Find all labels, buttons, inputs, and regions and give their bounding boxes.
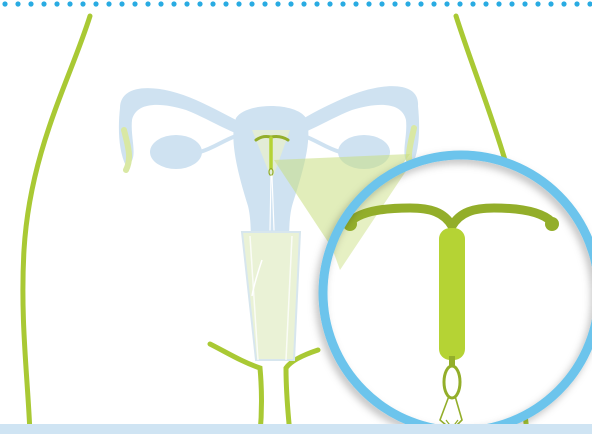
border-dot [2,1,7,6]
border-dot [405,1,410,6]
border-dot [379,1,384,6]
border-dot [171,1,176,6]
border-dot [67,1,72,6]
border-dot [366,1,371,6]
bottom-band [0,424,592,434]
border-dot [15,1,20,6]
border-dot [483,1,488,6]
border-dot [353,1,358,6]
left-hip-line [23,16,90,434]
border-dot [210,1,215,6]
border-dot [587,1,592,6]
border-dot [132,1,137,6]
border-dot [418,1,423,6]
border-dot [275,1,280,6]
border-dot [548,1,553,6]
border-dot [392,1,397,6]
border-dot [288,1,293,6]
border-dot [262,1,267,6]
border-dot [119,1,124,6]
border-dot [236,1,241,6]
border-dot [184,1,189,6]
border-dot [496,1,501,6]
border-dot [80,1,85,6]
border-dot [106,1,111,6]
border-dot [93,1,98,6]
border-dot [54,1,59,6]
border-dot [561,1,566,6]
border-dot [28,1,33,6]
border-dot [327,1,332,6]
left-leg-line [210,344,262,434]
border-dot [509,1,514,6]
border-dot [41,1,46,6]
border-dot [470,1,475,6]
border-dot [444,1,449,6]
border-dot [249,1,254,6]
border-dot [522,1,527,6]
border-dot [574,1,579,6]
dotted-top-border [2,1,592,6]
border-dot [145,1,150,6]
border-dot [301,1,306,6]
border-dot [197,1,202,6]
border-dot [457,1,462,6]
border-dot [431,1,436,6]
right-leg-line [286,350,318,434]
border-dot [223,1,228,6]
left-ovary [150,135,202,169]
border-dot [535,1,540,6]
border-dot [158,1,163,6]
border-dot [340,1,345,6]
right-hip-line [456,16,505,160]
border-dot [314,1,319,6]
